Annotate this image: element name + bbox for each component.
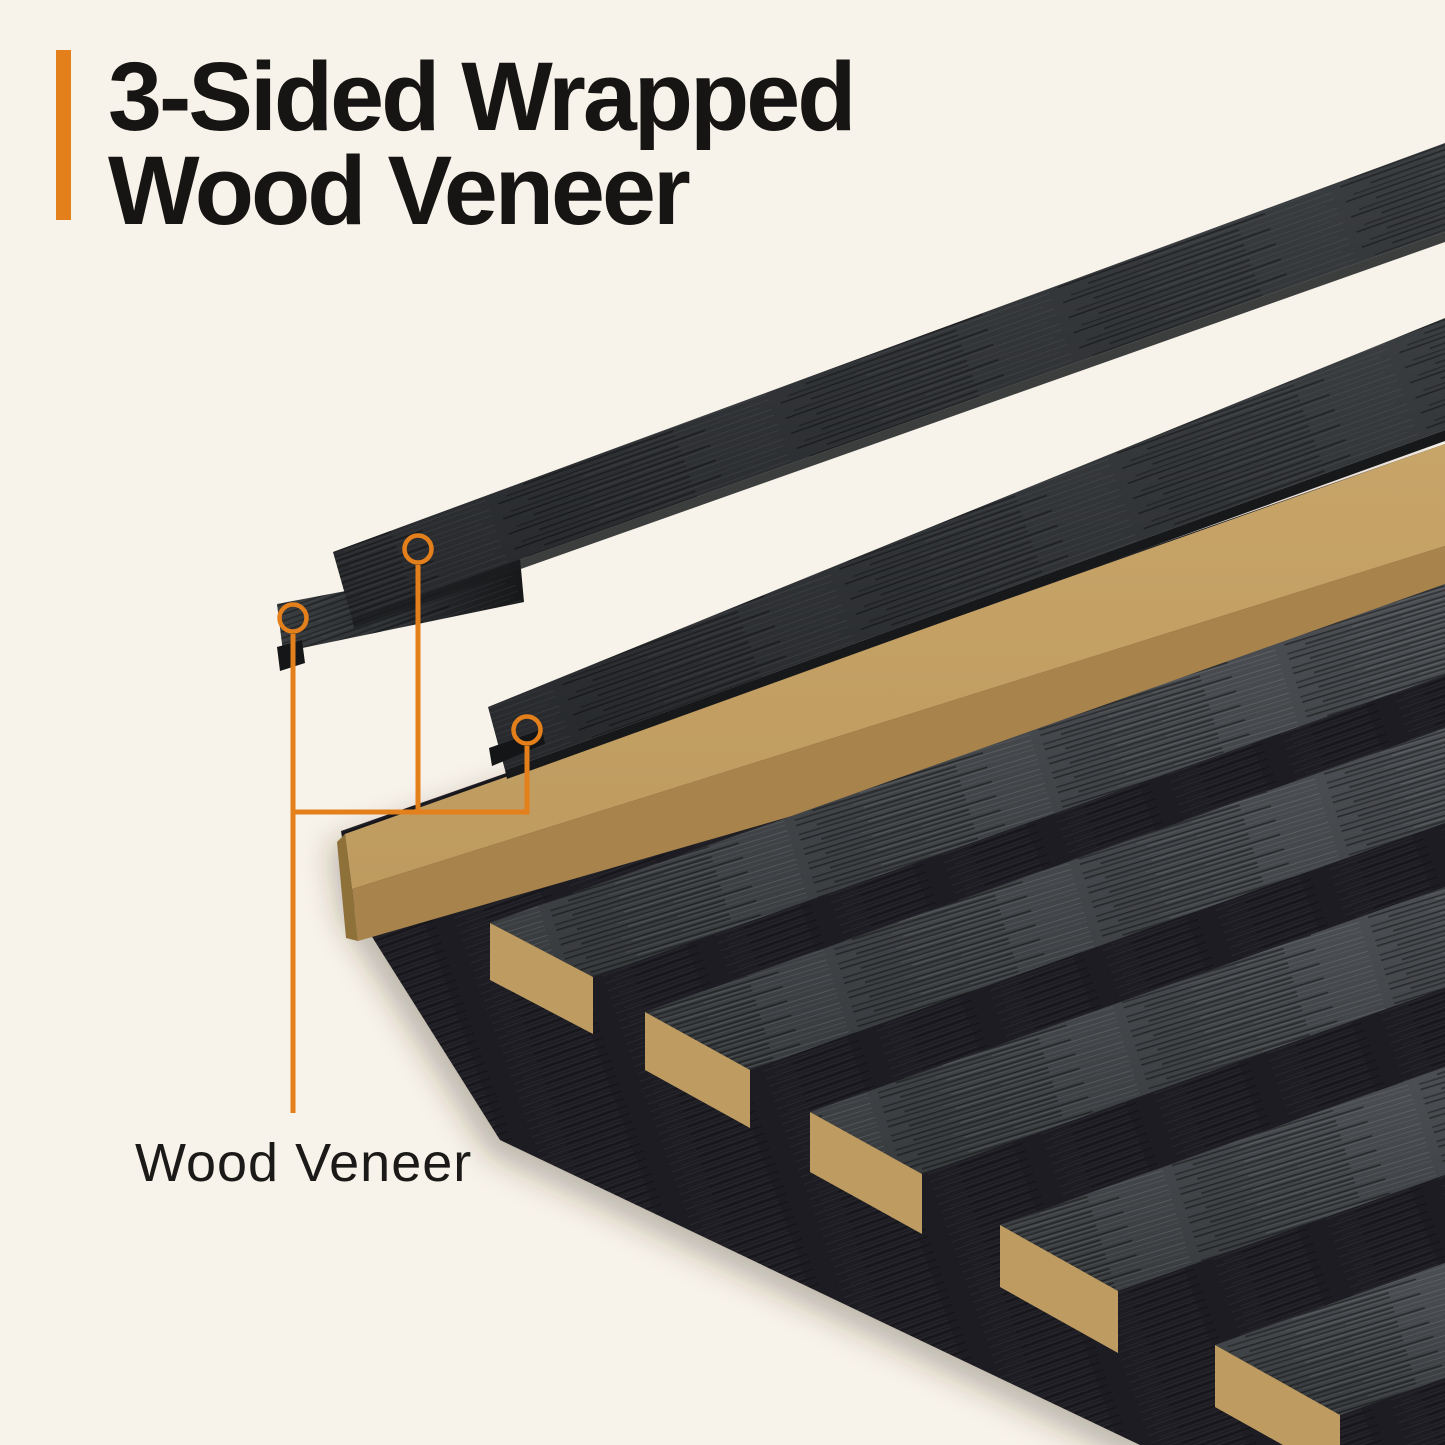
veneer-strip-top-edge bbox=[352, 232, 1445, 628]
wood-veneer-label: Wood Veneer bbox=[135, 1133, 473, 1193]
slat-mdf-end-cap bbox=[1000, 1225, 1118, 1353]
page-title: 3-Sided Wrapped Wood Veneer bbox=[108, 42, 856, 246]
marker-ring-right-strip bbox=[511, 714, 543, 746]
slat-mdf-end-cap bbox=[490, 923, 593, 1034]
page-title-line2: Wood Veneer bbox=[108, 136, 691, 246]
accent-bar bbox=[56, 50, 71, 220]
mdf-core-bar-front-face bbox=[352, 546, 1445, 941]
slat-grain bbox=[645, 728, 1445, 1070]
slat-mdf-end-cap bbox=[1215, 1345, 1340, 1445]
slat-mdf-end-cap bbox=[645, 1012, 750, 1128]
marker-ring-top-strip bbox=[402, 533, 434, 565]
veneer-strip-top-grain bbox=[333, 143, 1445, 619]
veneer-strip-right-tip-edge bbox=[489, 729, 545, 766]
slat-grain bbox=[810, 887, 1445, 1174]
mdf-core-bar-end-edge bbox=[337, 834, 358, 941]
slat-grain bbox=[1000, 1067, 1445, 1291]
veneer-strip-right-grain bbox=[488, 318, 1445, 770]
marker-ring-left-strip bbox=[277, 602, 309, 634]
mdf-core-bar-top-sheen bbox=[345, 444, 1445, 889]
slat-mdf-end-cap bbox=[810, 1112, 922, 1234]
title-block: 3-Sided Wrapped Wood Veneer bbox=[56, 42, 856, 246]
page-title-line1: 3-Sided Wrapped bbox=[108, 42, 856, 151]
slat-grain bbox=[1215, 1263, 1445, 1415]
veneer-strip-right-edge bbox=[505, 430, 1445, 779]
slat-grain bbox=[490, 584, 1445, 977]
